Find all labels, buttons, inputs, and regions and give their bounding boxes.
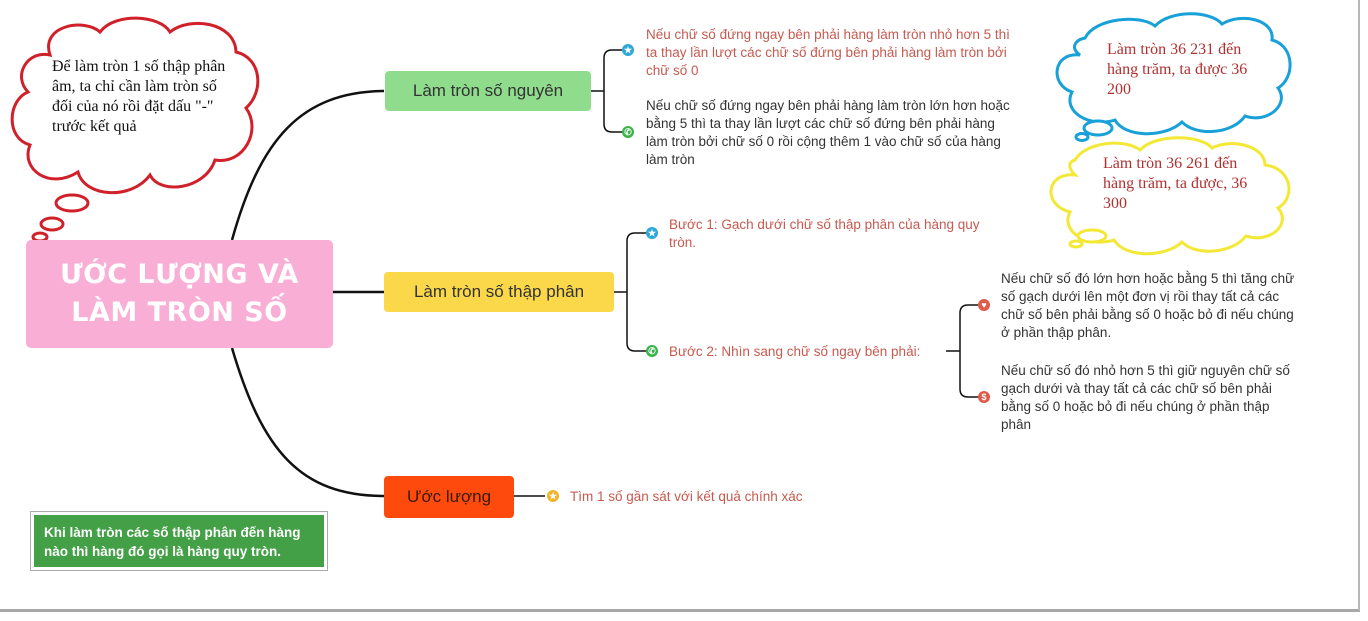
star-icon: ★ — [622, 44, 634, 56]
leaf-integer-ge-5[interactable]: Nếu chữ số đứng ngay bên phải hàng làm t… — [646, 98, 1010, 167]
cloud-blue-text: Làm tròn 36 231 đến hàng trăm, ta được 3… — [1107, 41, 1248, 98]
subleaf-less-than-5[interactable]: Nếu chữ số đó nhỏ hơn 5 thì giữ nguyên c… — [1001, 363, 1290, 432]
leaf-decimal-step2[interactable]: Bước 2: Nhìn sang chữ số ngay bên phải: — [669, 344, 921, 359]
connector-branch3 — [230, 347, 385, 498]
leaf-estimation[interactable]: Tìm 1 số gần sát với kết quả chính xác — [570, 489, 803, 504]
definition-note[interactable]: Khi làm tròn các số thập phân đến hàng n… — [30, 511, 328, 571]
definition-note-text: Khi làm tròn các số thập phân đến hàng n… — [34, 515, 324, 567]
cloud-yellow — [1049, 136, 1291, 256]
subleaf-ge-5[interactable]: Nếu chữ số đó lớn hơn hoặc bằng 5 thì tă… — [1001, 271, 1295, 340]
cloud-yellow-text: Làm tròn 36 261 đến hàng trăm, ta được, … — [1103, 155, 1248, 212]
cloud-blue — [1055, 12, 1292, 142]
phone-icon: ✆ — [646, 345, 658, 357]
leaf-integer-less-than-5[interactable]: Nếu chữ số đứng ngay bên phải hàng làm t… — [646, 27, 1010, 78]
heart-icon: ♥ — [978, 299, 990, 311]
leaf-decimal-step1[interactable]: Bước 1: Gạch dưới chữ số thập phân của h… — [669, 217, 980, 250]
star-icon: ★ — [646, 227, 658, 239]
phone-icon: ✆ — [622, 126, 634, 138]
branch-rounding-integers[interactable]: Làm tròn số nguyên — [385, 71, 591, 111]
branch-rounding-decimals[interactable]: Làm tròn số thập phân — [384, 272, 614, 312]
central-topic[interactable]: ƯỚC LƯỢNG VÀ LÀM TRÒN SỐ — [26, 240, 333, 348]
cloud-red-text: Để làm tròn 1 số thập phân âm, ta chỉ cầ… — [52, 58, 226, 135]
star-icon: ★ — [547, 490, 559, 502]
connector-branch1 — [230, 89, 385, 241]
dollar-icon: $ — [978, 391, 990, 403]
central-topic-line1: ƯỚC LƯỢNG VÀ — [60, 259, 299, 290]
cloud-red — [10, 16, 260, 243]
branch-estimation[interactable]: Ước lượng — [384, 476, 514, 518]
central-topic-line2: LÀM TRÒN SỐ — [71, 297, 288, 328]
